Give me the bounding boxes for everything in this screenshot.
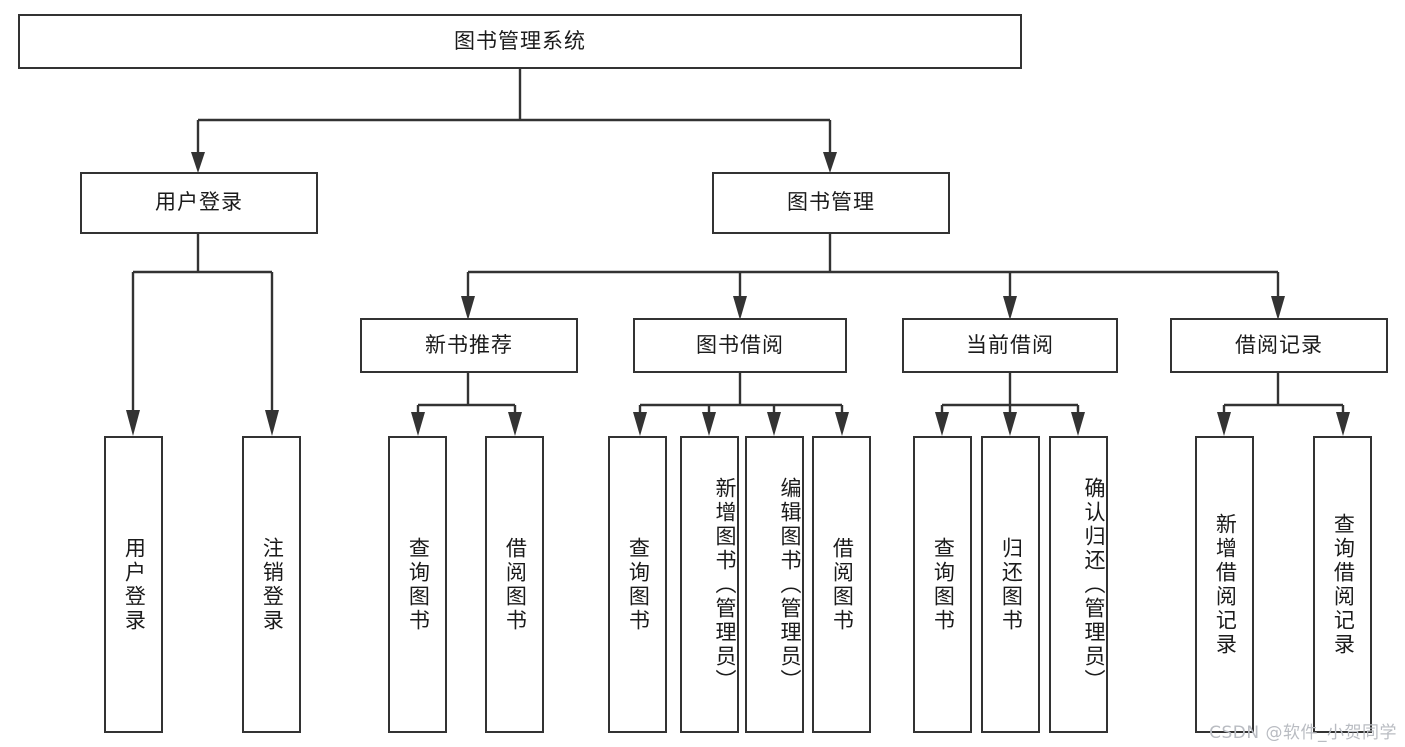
arrow-cb-leaf1 bbox=[935, 412, 949, 436]
arrow-new-book bbox=[461, 296, 475, 320]
leaf-confirm-return-admin[interactable]: 确认归还（管理员） bbox=[1049, 436, 1108, 733]
node-root-system[interactable]: 图书管理系统 bbox=[18, 14, 1022, 69]
leaf-add-book-admin[interactable]: 新增图书（管理员） bbox=[680, 436, 739, 733]
arrow-br-leaf1 bbox=[1217, 412, 1231, 436]
arrow-bb-leaf1 bbox=[633, 412, 647, 436]
leaf-return-book[interactable]: 归还图书 bbox=[981, 436, 1040, 733]
leaf-query-book-borrow[interactable]: 查询图书 bbox=[608, 436, 667, 733]
leaf-query-borrow-record[interactable]: 查询借阅记录 bbox=[1313, 436, 1372, 733]
arrow-nb-leaf1 bbox=[411, 412, 425, 436]
leaf-borrow-book-recommend[interactable]: 借阅图书 bbox=[485, 436, 544, 733]
arrow-user-login bbox=[191, 152, 205, 173]
arrow-current-borrow bbox=[1003, 296, 1017, 320]
arrow-br-leaf2 bbox=[1336, 412, 1350, 436]
arrow-nb-leaf2 bbox=[508, 412, 522, 436]
node-new-book-recommend[interactable]: 新书推荐 bbox=[360, 318, 578, 373]
arrow-leaf-logout bbox=[265, 410, 279, 436]
leaf-borrow-book[interactable]: 借阅图书 bbox=[812, 436, 871, 733]
arrow-bb-leaf2 bbox=[702, 412, 716, 436]
node-borrow-record[interactable]: 借阅记录 bbox=[1170, 318, 1388, 373]
arrow-bb-leaf4 bbox=[835, 412, 849, 436]
node-user-login[interactable]: 用户登录 bbox=[80, 172, 318, 234]
arrow-book-borrow bbox=[733, 296, 747, 320]
leaf-query-book-current[interactable]: 查询图书 bbox=[913, 436, 972, 733]
arrow-book-manage bbox=[823, 152, 837, 173]
arrow-cb-leaf2 bbox=[1003, 412, 1017, 436]
node-book-management[interactable]: 图书管理 bbox=[712, 172, 950, 234]
arrow-bb-leaf3 bbox=[767, 412, 781, 436]
leaf-user-login[interactable]: 用户登录 bbox=[104, 436, 163, 733]
node-current-borrow[interactable]: 当前借阅 bbox=[902, 318, 1118, 373]
csdn-watermark: CSDN @软件_小贺同学 bbox=[1209, 723, 1397, 743]
node-book-borrow[interactable]: 图书借阅 bbox=[633, 318, 847, 373]
leaf-logout[interactable]: 注销登录 bbox=[242, 436, 301, 733]
arrow-cb-leaf3 bbox=[1071, 412, 1085, 436]
arrow-borrow-record bbox=[1271, 296, 1285, 320]
leaf-add-borrow-record[interactable]: 新增借阅记录 bbox=[1195, 436, 1254, 733]
leaf-edit-book-admin[interactable]: 编辑图书（管理员） bbox=[745, 436, 804, 733]
arrow-leaf-user-login bbox=[126, 410, 140, 436]
leaf-query-book-recommend[interactable]: 查询图书 bbox=[388, 436, 447, 733]
